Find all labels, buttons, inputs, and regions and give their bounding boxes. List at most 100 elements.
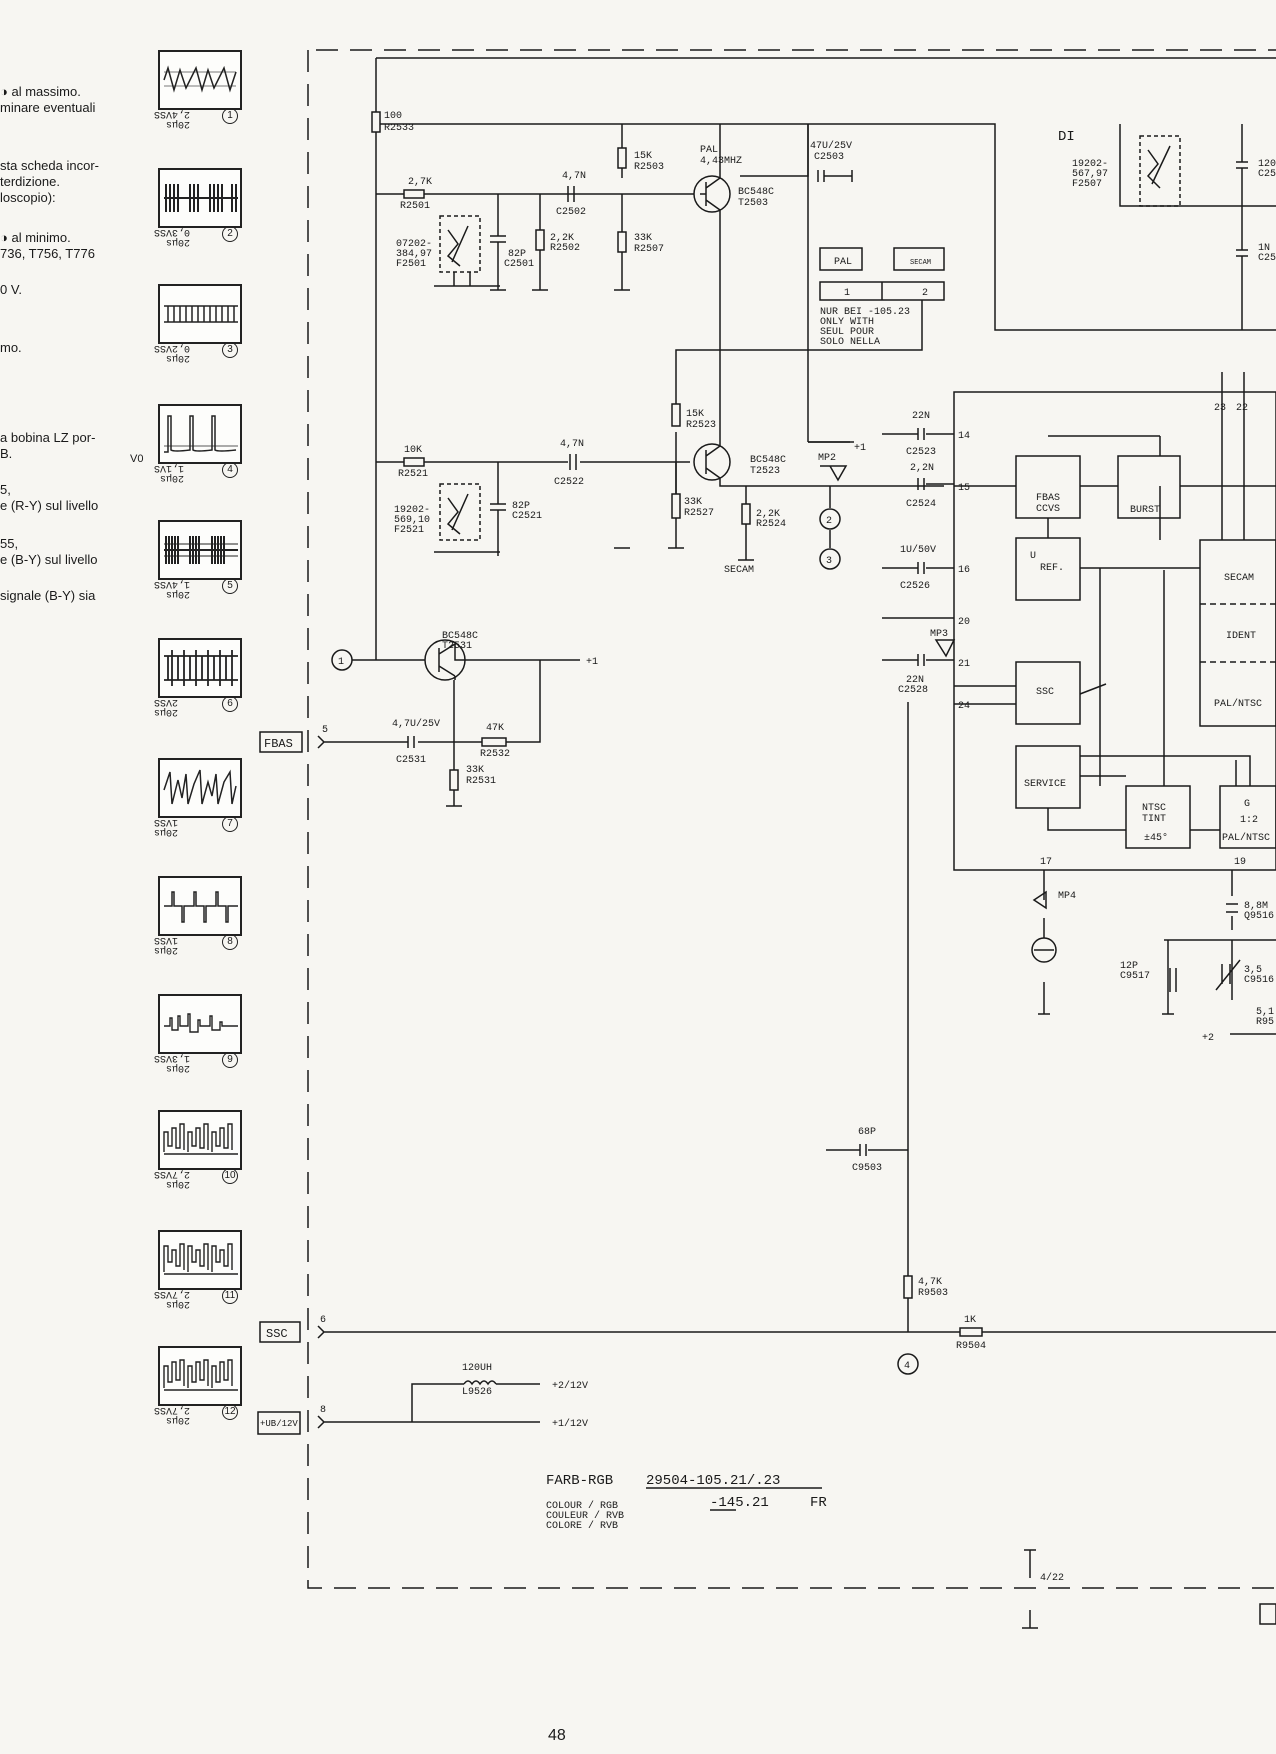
- schematic-label: C2526: [900, 581, 930, 592]
- resistor-r2523: [671, 403, 681, 427]
- block-burst: [1117, 455, 1181, 519]
- rail-label: +1/12V: [552, 1418, 588, 1430]
- capacitor-c2521: [490, 462, 506, 556]
- test-point-3: [819, 548, 841, 570]
- schematic-label: 22N: [912, 411, 930, 422]
- schematic-label: 3: [826, 556, 832, 567]
- schematic-label: 2,7K: [408, 177, 432, 188]
- input-ssc: [259, 1321, 301, 1343]
- schematic-label: R9503: [918, 1288, 948, 1299]
- waveform-number: 3: [222, 342, 238, 358]
- schematic-label: 567,97: [1072, 169, 1108, 180]
- waveform-12: 20μs 2,7VSS 12: [152, 1346, 242, 1425]
- schematic-label: IDENT: [1226, 631, 1256, 642]
- schematic-label: R2524: [756, 519, 786, 530]
- schematic-label: T2531: [442, 641, 472, 652]
- schematic-label: PAL: [700, 145, 718, 156]
- title-number2: -145.21: [710, 1495, 769, 1511]
- schematic-label: TINT: [1142, 814, 1166, 825]
- test-point-mp2: [820, 465, 848, 482]
- schematic-label: R2521: [398, 469, 428, 480]
- schematic-label: SOLO NELLA: [820, 337, 880, 348]
- block-service: [1015, 745, 1081, 809]
- schematic-label: 8,8M: [1244, 901, 1268, 912]
- capacitor-c2524: [917, 478, 925, 490]
- instruction-line: ◑ al massimo.: [0, 84, 81, 99]
- schematic-label: C2502: [556, 207, 586, 218]
- schematic-label: 120: [1258, 159, 1276, 170]
- waveform-number: 5: [222, 578, 238, 594]
- schematic-label: 384,97: [396, 249, 432, 260]
- schematic-label: 47K: [486, 723, 504, 734]
- schematic-label: C2501: [504, 259, 534, 270]
- schematic-label: C9516: [1244, 975, 1274, 986]
- schematic-label: BC548C: [750, 455, 786, 466]
- schematic-label: C2521: [512, 511, 542, 522]
- rail-label: +1: [854, 443, 866, 454]
- schematic-label: R2501: [400, 201, 430, 212]
- schematic-label: 4,7N: [560, 439, 584, 450]
- capacitor-c2523: [917, 428, 925, 440]
- schematic-label: 1K: [964, 1315, 976, 1326]
- test-point-1: [331, 649, 353, 671]
- schematic-label: 5: [322, 725, 328, 736]
- schematic-label: C9517: [1120, 971, 1150, 982]
- instruction-line: 55,: [0, 536, 19, 551]
- instruction-line: sta scheda incor-: [0, 158, 99, 173]
- schematic-label: MP2: [818, 453, 836, 464]
- schematic-label: 24: [958, 701, 970, 712]
- schematic-label: R2523: [686, 420, 716, 431]
- schematic-label: 4,43MHZ: [700, 156, 742, 167]
- schematic-label: 33K: [634, 233, 652, 244]
- schematic-label: COLOUR / RGB: [546, 1500, 618, 1512]
- schematic-label: 15: [958, 483, 970, 494]
- schematic-label: R95: [1256, 1017, 1274, 1028]
- input-ssc-label: SSC: [266, 1327, 288, 1341]
- schematic-label: 569,10: [394, 515, 430, 526]
- waveform-11: 20μs 2,7VSS 11: [152, 1230, 242, 1309]
- block-g: [1219, 785, 1276, 849]
- instruction-line: ◑ al minimo.: [0, 230, 71, 245]
- label-r2533-ref: R2533: [384, 123, 414, 134]
- schematic-label: 20: [958, 617, 970, 628]
- resistor-r9503: [903, 1275, 913, 1299]
- schematic-label: 07202-: [396, 239, 432, 250]
- schematic-label: 21: [958, 659, 970, 670]
- schematic-label: 1: [844, 288, 850, 299]
- waveform-8: 20μs 1VSS 8: [152, 876, 242, 955]
- instruction-line: a bobina LZ por-: [0, 430, 96, 445]
- schematic-label: BURST: [1130, 505, 1160, 516]
- block-ssc: [1015, 661, 1081, 725]
- schematic-label: MP3: [930, 629, 948, 640]
- capacitor-c2501: [490, 194, 506, 290]
- schematic-label: 17: [1040, 857, 1052, 868]
- block-ntsc-tint: [1125, 785, 1191, 849]
- instruction-line: signale (B-Y) sia: [0, 588, 96, 603]
- schematic-label: 19202-: [1072, 159, 1108, 170]
- resistor-r9504: [959, 1327, 983, 1337]
- schematic-label: FBAS: [1036, 493, 1060, 504]
- filter-f2521: [439, 483, 481, 541]
- label-secam: SECAM: [724, 565, 754, 576]
- title-fr: FR: [810, 1495, 827, 1511]
- label-r2533-value: 100: [384, 111, 402, 122]
- schematic-label: 22N: [906, 675, 924, 686]
- schematic-label: 4: [904, 1361, 910, 1372]
- waveform-number: 1: [222, 108, 238, 124]
- schematic-label: 33K: [466, 765, 484, 776]
- schematic-label: 82P: [512, 501, 530, 512]
- schematic-label: R2507: [634, 244, 664, 255]
- waveform-10: 20μs 2,7VSS 10: [152, 1110, 242, 1189]
- waveform-7: 20μs 1VSS 7: [152, 758, 242, 837]
- schematic-label: C2531: [396, 755, 426, 766]
- schematic-label: CCVS: [1036, 504, 1060, 515]
- schematic-label: 1N: [1258, 243, 1270, 254]
- schematic-label: 2: [826, 516, 832, 527]
- schematic-label: PAL/NTSC: [1222, 832, 1270, 844]
- schematic-label: NUR BEI -105.23: [820, 307, 910, 318]
- schematic-label: 4,7K: [918, 1277, 942, 1288]
- resistor-r2521: [403, 457, 425, 467]
- rail-label: +2: [1202, 1033, 1214, 1044]
- schematic-label: F2501: [396, 259, 426, 270]
